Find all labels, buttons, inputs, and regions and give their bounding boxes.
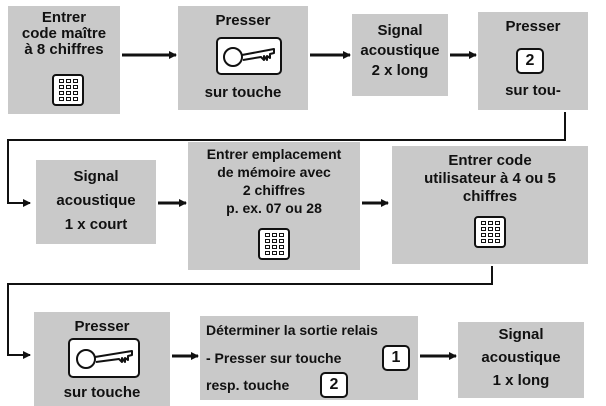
step-press-key-button-2: Presser sur touche xyxy=(34,312,170,406)
step-text-line: Presser xyxy=(74,318,130,335)
step-text-line: de mémoire avec xyxy=(217,164,331,180)
step-text-line: sur tou- xyxy=(505,82,561,99)
step-text-line: Entrer code xyxy=(448,152,532,169)
number-key: 2 xyxy=(320,372,348,398)
step-enter-memory-slot: Entrer emplacement de mémoire avec 2 chi… xyxy=(188,142,360,270)
step-text-line: - Presser sur touche xyxy=(206,350,342,366)
key-icon xyxy=(76,349,133,369)
keypad-icon xyxy=(474,216,506,248)
keypad-icon xyxy=(258,228,290,260)
step-text-line: 2 x long xyxy=(371,62,429,79)
step-text-line: 1 x court xyxy=(64,216,128,233)
wrap-arrow-1 xyxy=(7,112,566,207)
step-text-line: resp. touche xyxy=(206,377,290,393)
step-press-key-button: Presser sur touche xyxy=(178,6,308,110)
step-text-line: sur touche xyxy=(204,84,282,101)
step-beep-2-long: Signal acoustique 2 x long xyxy=(352,14,448,96)
step-text-line: sur touche xyxy=(63,384,141,401)
step-text-line: Presser xyxy=(505,18,561,35)
step-text-line: Entrer xyxy=(41,9,87,26)
step-beep-1-short: Signal acoustique 1 x court xyxy=(36,160,156,244)
keypad-icon xyxy=(52,74,84,106)
number-key: 1 xyxy=(382,345,410,371)
step-enter-user-code: Entrer code utilisateur à 4 ou 5 chiffre… xyxy=(392,146,588,264)
step-text-line: code maître xyxy=(21,25,107,42)
step-text-line: à 8 chiffres xyxy=(24,41,104,58)
key-button xyxy=(68,338,140,378)
step-text-line: acoustique xyxy=(481,349,561,366)
step-enter-master-code: Entrer code maître à 8 chiffres xyxy=(8,6,120,114)
step-press-key-2: Presser 2 sur tou- xyxy=(478,12,588,110)
wrap-arrow-2 xyxy=(7,266,493,359)
step-text-line: Presser xyxy=(215,12,271,29)
key-button xyxy=(216,37,282,75)
number-key: 2 xyxy=(516,48,544,74)
step-text-line: p. ex. 07 ou 28 xyxy=(226,200,322,216)
step-select-relay-output: Déterminer la sortie relais - Presser su… xyxy=(200,316,418,400)
step-text-line: 2 chiffres xyxy=(242,182,306,198)
step-text-line: Signal xyxy=(377,22,423,39)
step-text-line: Déterminer la sortie relais xyxy=(206,322,378,338)
step-text-line: 1 x long xyxy=(492,372,550,389)
step-text-line: Signal xyxy=(498,326,544,343)
step-text-line: acoustique xyxy=(360,42,440,59)
step-text-line: chiffres xyxy=(462,188,518,205)
step-text-line: utilisateur à 4 ou 5 xyxy=(424,170,556,187)
key-icon xyxy=(223,47,275,67)
step-text-line: Signal xyxy=(73,168,119,185)
step-beep-1-long: Signal acoustique 1 x long xyxy=(458,322,584,398)
step-text-line: acoustique xyxy=(56,192,136,209)
step-text-line: Entrer emplacement xyxy=(206,146,342,162)
